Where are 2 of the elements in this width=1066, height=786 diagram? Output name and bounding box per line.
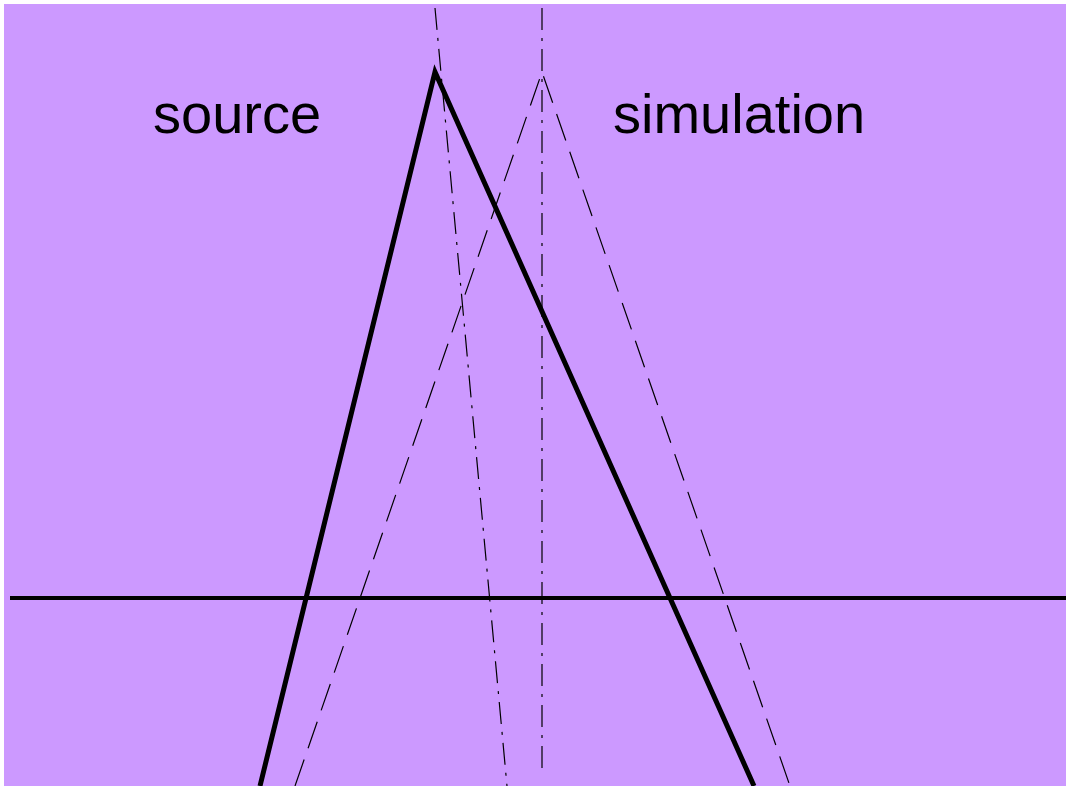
region-label: simulation	[613, 86, 866, 142]
region-label: source	[153, 86, 322, 142]
